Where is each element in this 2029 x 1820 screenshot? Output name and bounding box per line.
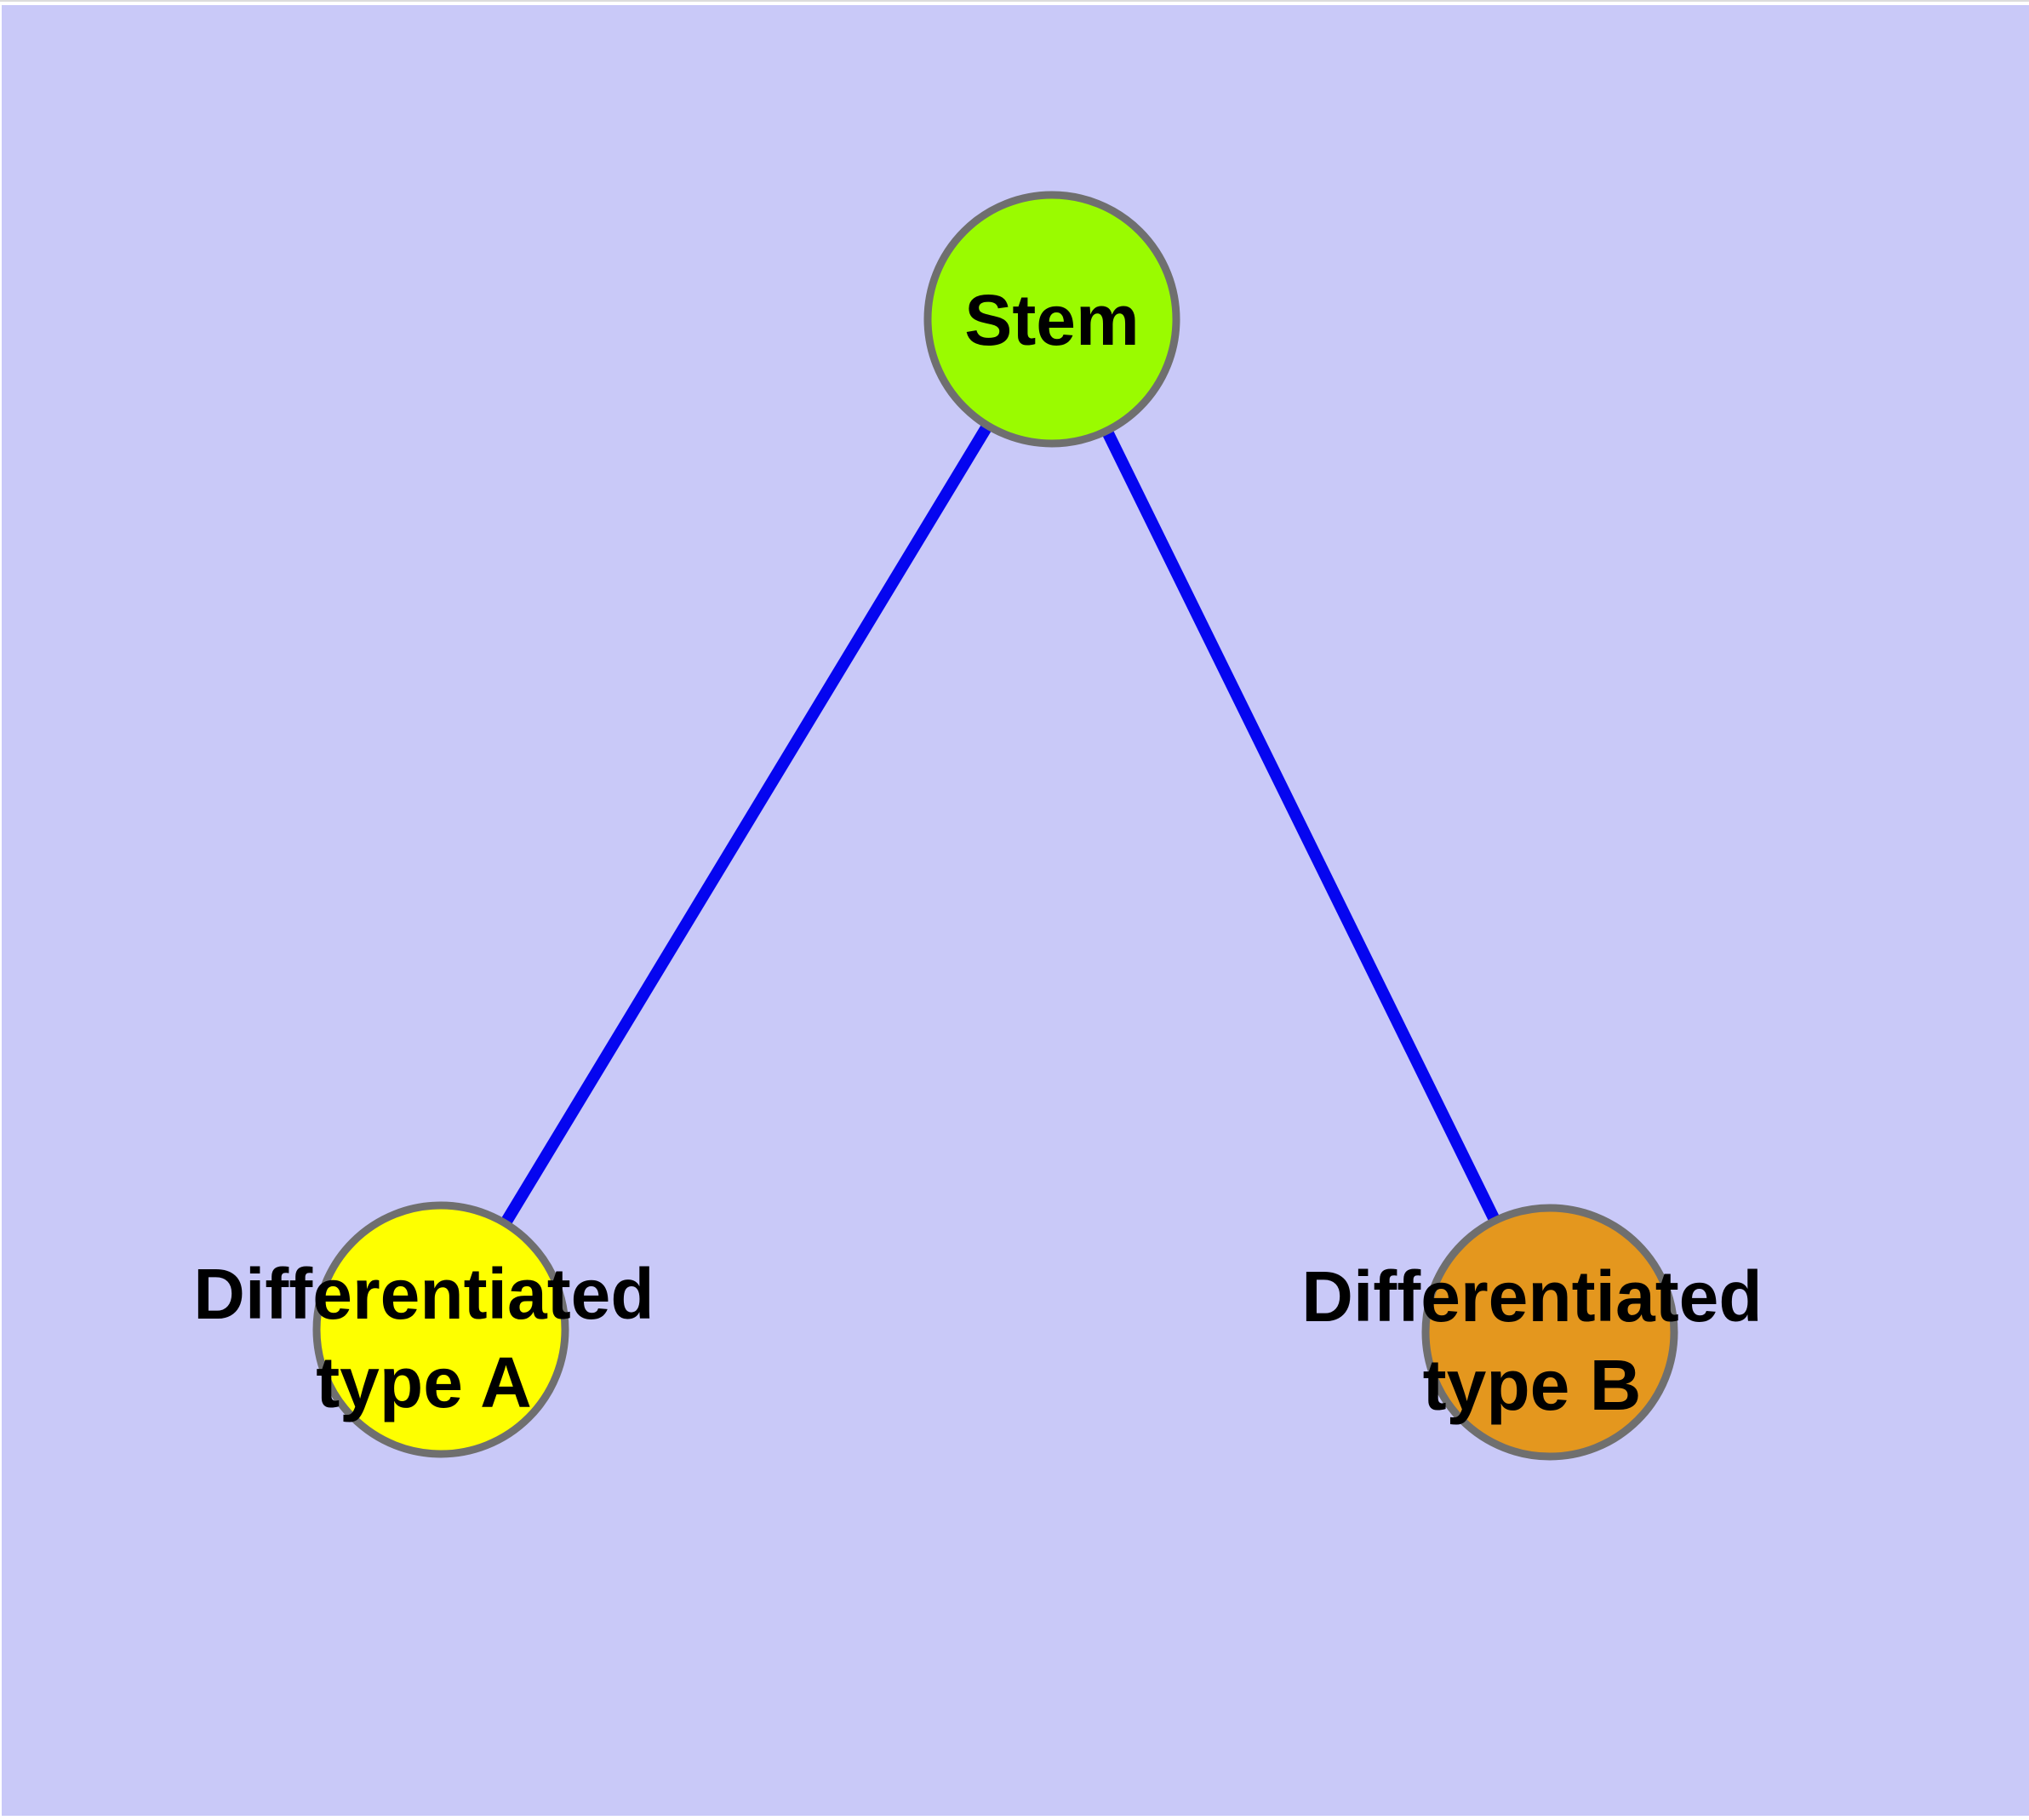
node-differentiated-type-a: Differentiated type A [193,1201,654,1458]
node-stem-circle [923,191,1180,448]
node-type-a-label-line2: type A [316,1342,532,1422]
node-type-b-label-line2: type B [1423,1345,1642,1425]
node-stem: Stem [923,191,1180,448]
node-differentiated-type-b: Differentiated type B [1301,1204,1763,1461]
node-type-a-circle [312,1201,569,1458]
node-type-b-circle [1421,1204,1678,1461]
top-border-line [0,0,2029,2]
edge-stem-to-type-a [436,316,1057,1333]
node-type-b-label-line1: Differentiated [1301,1256,1762,1336]
edge-stem-to-type-b [1046,316,1556,1336]
node-type-a-label-line1: Differentiated [193,1254,654,1334]
node-stem-label: Stem [964,280,1139,360]
